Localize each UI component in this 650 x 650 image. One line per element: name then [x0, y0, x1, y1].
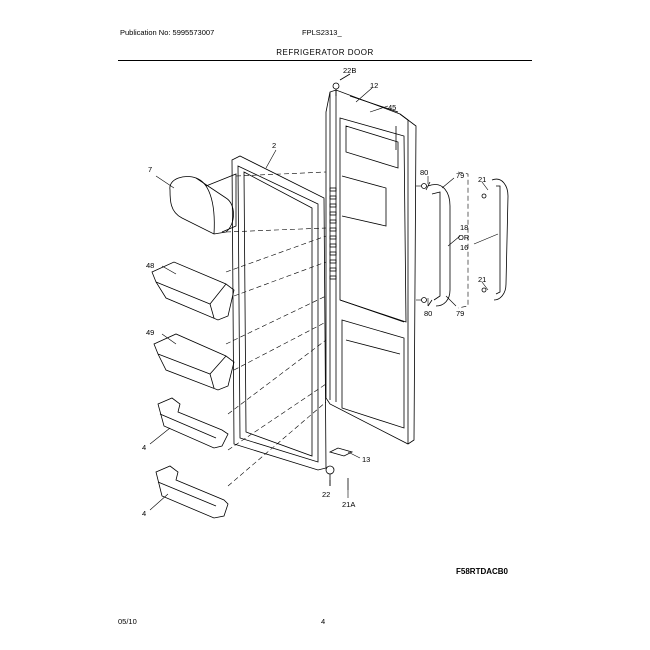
callout-4-upper: 4	[142, 443, 146, 452]
callout-79-lower: 79	[456, 309, 464, 318]
alignment-leaders	[225, 171, 469, 487]
page-number: 4	[321, 617, 326, 626]
callout-21a: 21A	[342, 500, 355, 509]
callout-or: OR	[458, 233, 470, 242]
top-hinge-screw	[332, 73, 351, 96]
header-rule	[118, 60, 532, 61]
handle-trim	[491, 178, 509, 301]
figure-code: F58RTDACB0	[456, 567, 509, 576]
shelf-bin-upper	[157, 397, 229, 449]
callout-45: 45	[388, 103, 396, 112]
dairy-door	[169, 173, 237, 235]
callout-48: 48	[146, 261, 154, 270]
callout-13: 13	[362, 455, 370, 464]
section-title: REFRIGERATOR DOOR	[276, 48, 374, 57]
callout-22b: 22B	[343, 66, 356, 75]
callout-22: 22	[322, 490, 330, 499]
callout-21-lower: 21	[478, 275, 486, 284]
publication-number: Publication No: 5995573007	[120, 28, 215, 37]
model-number: FPLS2313_	[302, 28, 342, 37]
callout-16: 16	[460, 243, 468, 252]
callout-12: 12	[370, 81, 378, 90]
handle-screws	[421, 183, 487, 303]
callout-79-upper: 79	[456, 171, 464, 180]
callout-leaders	[149, 87, 499, 511]
callout-49: 49	[146, 328, 154, 337]
shelf-bin-lower	[155, 465, 229, 519]
callout-2: 2	[272, 141, 276, 150]
door-handle	[425, 181, 451, 307]
callout-21-upper: 21	[478, 175, 486, 184]
door-panel	[325, 89, 417, 445]
callout-7: 7	[148, 165, 152, 174]
callout-80-upper: 80	[420, 168, 428, 177]
footer-date: 05/10	[118, 617, 137, 626]
callout-80-lower: 80	[424, 309, 432, 318]
door-bin-upper	[151, 261, 235, 321]
callout-4-lower: 4	[142, 509, 146, 518]
shelf-rail-holes	[329, 187, 337, 280]
callout-18: 18	[460, 223, 468, 232]
door-bin-lower	[153, 333, 235, 391]
door-gasket	[231, 155, 327, 471]
